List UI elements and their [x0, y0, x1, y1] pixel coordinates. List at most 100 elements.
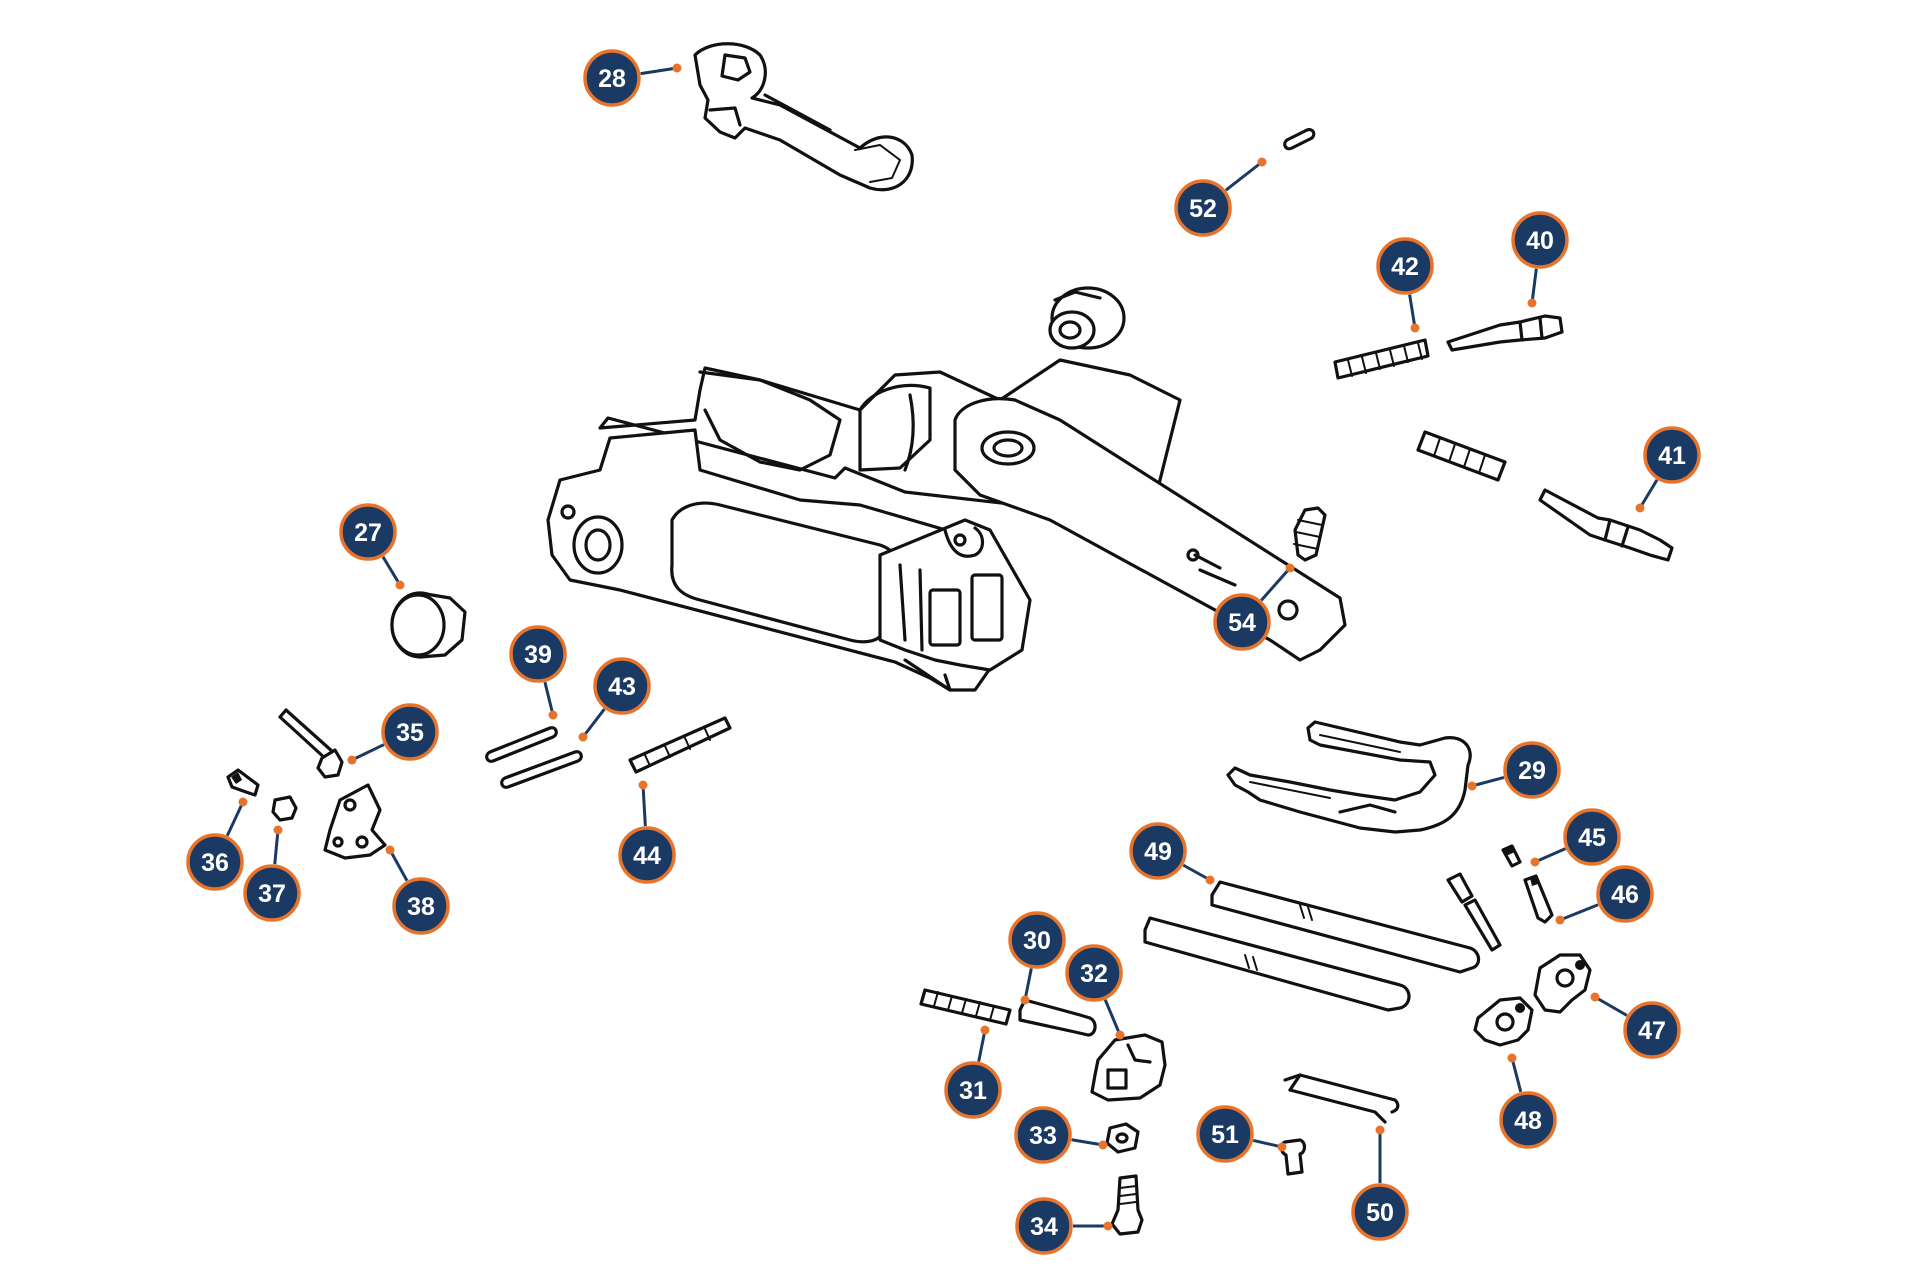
callout-label-30: 30: [1023, 927, 1051, 955]
callout-label-44: 44: [633, 842, 661, 870]
callout-27: 27: [339, 503, 405, 590]
callout-36: 36: [186, 797, 248, 891]
leader-dot-45: [1530, 857, 1540, 867]
callout-badge-47: [1623, 1001, 1681, 1059]
callout-32: 32: [1065, 944, 1125, 1040]
callout-badge-51: [1196, 1105, 1254, 1163]
callout-46: 46: [1555, 865, 1654, 925]
leader-dot-39: [548, 710, 558, 720]
callout-badge-35: [381, 703, 439, 761]
leader-line-51: [1252, 1138, 1283, 1149]
leader-line-47: [1594, 995, 1628, 1017]
part-pin-44: [628, 716, 732, 774]
callout-label-52: 52: [1189, 195, 1217, 223]
callout-45: 45: [1530, 808, 1621, 867]
leader-line-30: [1023, 968, 1033, 1001]
part-spring-42: [1333, 338, 1430, 380]
callout-label-48: 48: [1514, 1107, 1542, 1135]
leader-dot-36: [238, 797, 248, 807]
leader-dot-31: [980, 1025, 990, 1035]
part-screw-54: [1293, 506, 1327, 562]
callout-label-28: 28: [598, 65, 626, 93]
part-sear-32: [1090, 1033, 1167, 1102]
leader-line-44: [641, 784, 647, 827]
part-pin-43: [500, 750, 583, 789]
part-nut-33: [1105, 1122, 1140, 1154]
callout-label-37: 37: [258, 880, 286, 908]
leader-dot-33: [1098, 1140, 1108, 1150]
callout-31: 31: [944, 1025, 1002, 1119]
leader-dot-54: [1285, 563, 1295, 573]
leader-dot-41: [1635, 503, 1645, 513]
callout-41: 41: [1635, 426, 1701, 513]
callout-37: 37: [243, 825, 301, 922]
callout-badge-48: [1499, 1091, 1557, 1149]
leader-dot-47: [1590, 992, 1600, 1002]
leader-dot-27: [395, 580, 405, 590]
callout-label-46: 46: [1611, 881, 1639, 909]
leader-dot-46: [1555, 915, 1565, 925]
callout-label-42: 42: [1391, 253, 1419, 281]
parts-line-art: [226, 42, 1674, 1236]
callout-label-51: 51: [1211, 1121, 1239, 1149]
callout-label-27: 27: [354, 519, 382, 547]
part-screw-30: [1018, 998, 1097, 1037]
part-stud-37: [271, 795, 298, 822]
callout-label-49: 49: [1144, 838, 1172, 866]
callout-49: 49: [1129, 822, 1215, 885]
callout-42: 42: [1376, 237, 1434, 333]
callout-badge-54: [1213, 593, 1271, 651]
callout-30: 30: [1008, 911, 1066, 1005]
callout-47: 47: [1590, 992, 1681, 1059]
callout-label-47: 47: [1638, 1017, 1666, 1045]
callout-badge-28: [583, 49, 641, 107]
leader-dot-42: [1410, 323, 1420, 333]
callout-33: 33: [1014, 1106, 1108, 1164]
callout-label-43: 43: [608, 673, 636, 701]
callout-28: 28: [583, 49, 682, 107]
part-top-lever: [693, 42, 914, 192]
part-plug-27: [390, 591, 467, 659]
callout-badge-50: [1351, 1183, 1409, 1241]
part-pin-39: [485, 726, 558, 763]
leader-dot-30: [1020, 995, 1030, 1005]
leader-dot-49: [1205, 875, 1215, 885]
callout-label-45: 45: [1578, 824, 1606, 852]
leader-line-37: [273, 829, 280, 865]
leader-line-29: [1471, 776, 1505, 788]
leader-line-49: [1182, 863, 1211, 882]
part-firing-pin-40: [1446, 314, 1564, 352]
leader-dot-38: [385, 845, 395, 855]
callout-badge-33: [1014, 1106, 1072, 1164]
leader-dot-29: [1467, 781, 1477, 791]
callout-label-50: 50: [1366, 1199, 1394, 1227]
callout-badge-27: [339, 503, 397, 561]
callout-39: 39: [509, 625, 567, 720]
callout-badge-45: [1563, 808, 1621, 866]
callout-48: 48: [1499, 1053, 1557, 1149]
callout-label-35: 35: [396, 719, 424, 747]
part-small-pin: [1283, 128, 1316, 151]
leader-line-41: [1638, 479, 1659, 509]
callout-badge-38: [392, 877, 450, 935]
callout-badge-31: [944, 1061, 1002, 1119]
callout-badge-46: [1596, 865, 1654, 923]
leader-dot-48: [1507, 1053, 1517, 1063]
leader-line-42: [1408, 294, 1417, 329]
callout-label-39: 39: [524, 641, 552, 669]
leader-dot-51: [1277, 1142, 1287, 1152]
part-hammer-48: [1473, 996, 1534, 1047]
leader-line-32: [1103, 999, 1122, 1036]
part-wire-spring-50: [1283, 1073, 1400, 1124]
callout-50: 50: [1351, 1125, 1409, 1241]
leader-dot-37: [273, 825, 283, 835]
leader-line-52: [1224, 160, 1263, 192]
leader-line-48: [1510, 1057, 1523, 1093]
leader-line-43: [581, 708, 606, 738]
callout-badge-29: [1503, 741, 1561, 799]
callout-label-36: 36: [201, 849, 229, 877]
part-firing-pin-41: [1538, 488, 1674, 562]
leader-line-38: [388, 849, 409, 882]
